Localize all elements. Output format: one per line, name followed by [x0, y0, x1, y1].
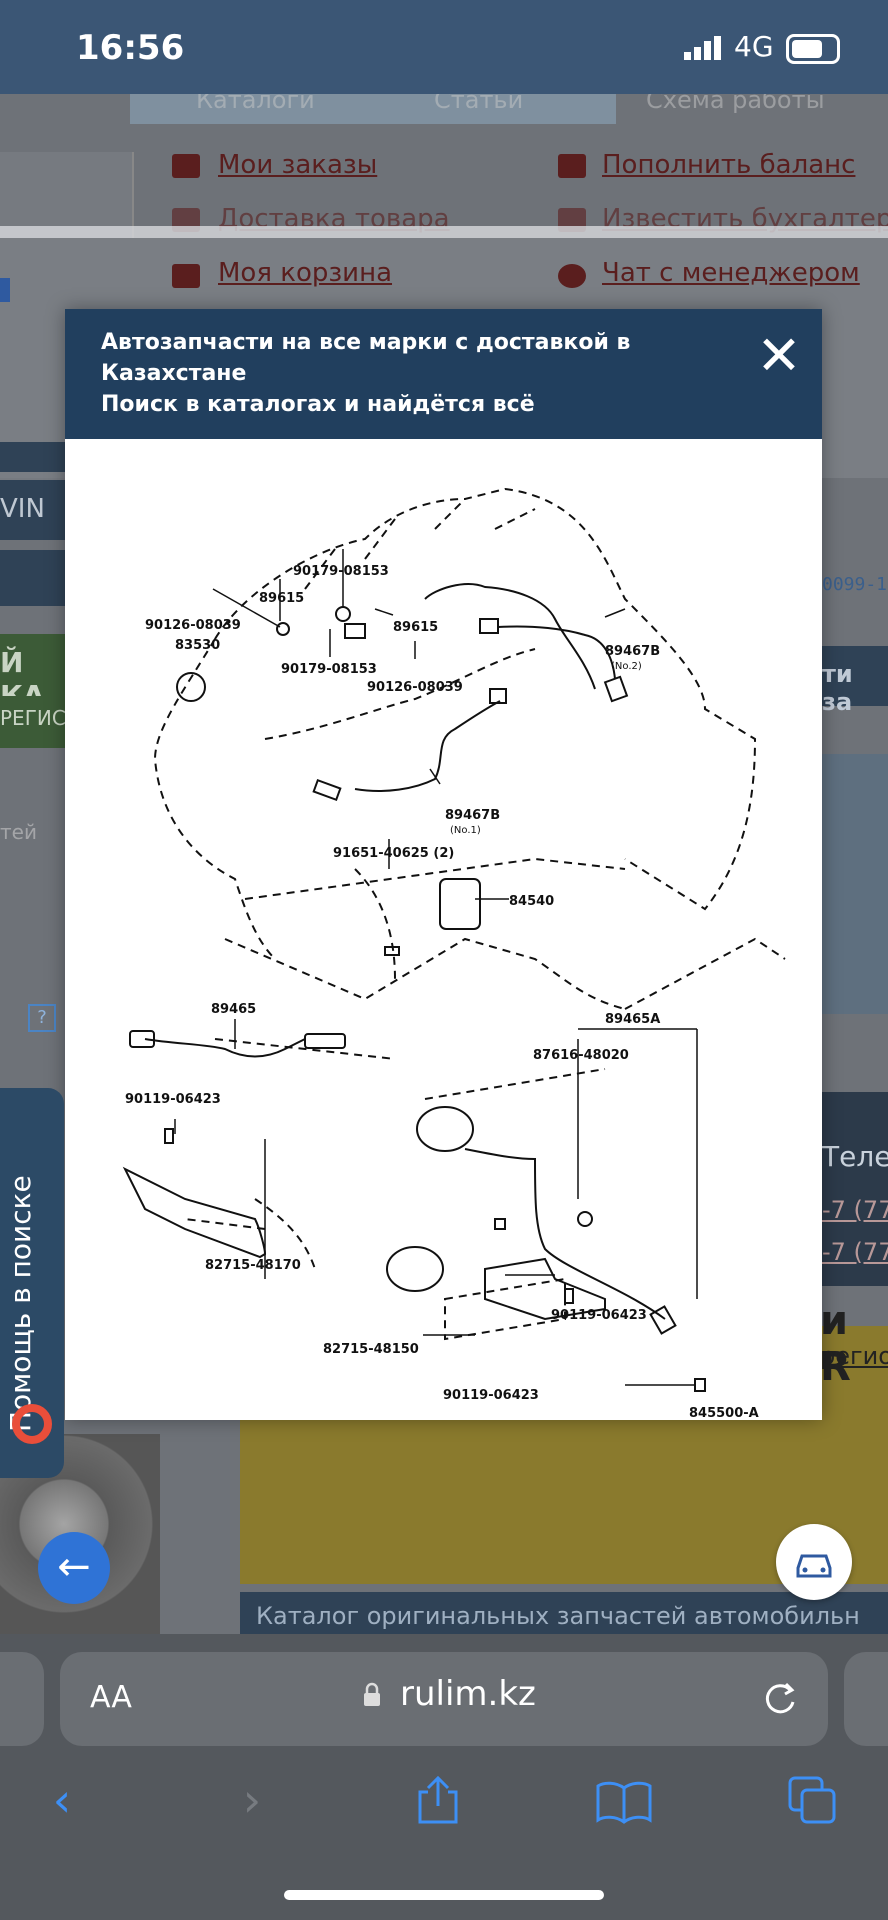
label-90179-08153-a: 90179-08153: [293, 564, 389, 579]
vin-label: VIN: [0, 494, 45, 524]
label-87616-48020: 87616-48020: [533, 1048, 629, 1063]
label-84540: 84540: [509, 894, 554, 909]
money-bag-icon: [558, 154, 586, 178]
lock-icon: [364, 1682, 380, 1706]
modal-header: Автозапчасти на все марки с доставкой в …: [65, 309, 822, 439]
label-90179-08153-b: 90179-08153: [281, 662, 377, 677]
next-tab-preview[interactable]: [844, 1652, 888, 1746]
top-tab-bar: [130, 94, 616, 124]
tele-label: Теле: [822, 1092, 888, 1196]
prev-tab-preview[interactable]: [0, 1652, 44, 1746]
address-bar[interactable]: AA rulim.kz: [60, 1652, 828, 1746]
label-83530: 83530: [175, 638, 220, 653]
car-glyph: [796, 1554, 832, 1578]
modal-title-line2: Поиск в каталогах и найдётся всё: [101, 392, 535, 417]
label-845500-a: 845500-A: [689, 1406, 759, 1420]
signal-icon: [684, 36, 721, 60]
side-text: тей: [0, 820, 37, 844]
label-89465a: 89465A: [605, 1012, 660, 1027]
help-question-icon[interactable]: ?: [28, 1004, 56, 1032]
close-icon[interactable]: ✕: [756, 324, 802, 387]
label-82715-48170: 82715-48170: [205, 1258, 301, 1273]
parts-diagram: 90179-08153 89615 90126-08039 83530 8961…: [122, 487, 786, 1420]
chat-icon: [558, 264, 586, 288]
engine-outline: [153, 487, 786, 1341]
help-search-tab[interactable]: Помощь в поиске: [0, 1088, 64, 1478]
vin-tail: 0099-1: [822, 574, 888, 595]
list-icon: [172, 154, 200, 178]
catalog-strip[interactable]: Каталог оригинальных запчастей автомобил…: [240, 1592, 888, 1634]
battery-icon: [786, 34, 840, 64]
status-bar: 16:56 4G: [0, 0, 888, 94]
label-no1: (No.1): [450, 825, 481, 836]
label-90119-06423-c: 90119-06423: [443, 1388, 539, 1403]
modal-title-line1: Автозапчасти на все марки с доставкой в …: [101, 330, 631, 386]
menu-top-up[interactable]: Пополнить баланс: [602, 150, 856, 180]
back-nav-icon[interactable]: ‹: [52, 1773, 72, 1827]
forward-nav-icon[interactable]: ›: [242, 1773, 262, 1827]
label-89467b-no1: 89467B: [445, 808, 500, 823]
parts-diagram-modal: Автозапчасти на все марки с доставкой в …: [65, 309, 822, 1420]
label-89465: 89465: [211, 1002, 256, 1017]
right-banner: ти за: [822, 646, 888, 716]
home-indicator: [284, 1890, 604, 1900]
phone-box: -7 (77 -7 (77: [822, 1196, 888, 1286]
label-no2: (No.2): [611, 661, 642, 672]
side-bar-1: [0, 442, 66, 472]
green-banner-sub: РЕГИС: [0, 696, 66, 748]
top-tab-catalogs[interactable]: Каталоги: [196, 94, 315, 114]
label-89615-b: 89615: [393, 620, 438, 635]
leader-lines: [174, 549, 698, 1386]
help-search-label: Помощь в поиске: [4, 1175, 37, 1432]
status-time: 16:56: [76, 28, 185, 68]
label-89467b-no2: 89467B: [605, 644, 660, 659]
label-90119-06423-b: 90119-06423: [551, 1308, 647, 1323]
car-icon[interactable]: [776, 1524, 852, 1600]
reload-icon[interactable]: [760, 1678, 800, 1718]
scroll-edge: [0, 226, 888, 238]
phone-2[interactable]: -7 (77: [822, 1238, 888, 1266]
network-type: 4G: [734, 30, 774, 63]
modal-title: Автозапчасти на все марки с доставкой в …: [101, 327, 661, 420]
lifebuoy-icon: [12, 1404, 52, 1444]
bookmarks-icon[interactable]: [596, 1780, 652, 1824]
label-82715-48150: 82715-48150: [323, 1342, 419, 1357]
label-90119-06423-a: 90119-06423: [125, 1092, 221, 1107]
label-90126-08039-b: 90126-08039: [367, 680, 463, 695]
top-tab-scheme[interactable]: Схема работы: [646, 94, 825, 114]
cart-icon: [172, 264, 200, 288]
menu-my-cart[interactable]: Моя корзина: [218, 258, 393, 288]
label-89615-a: 89615: [259, 591, 304, 606]
label-91651-40625: 91651-40625 (2): [333, 846, 454, 861]
vin-box: VIN: [0, 480, 66, 540]
tabs-icon[interactable]: [786, 1774, 838, 1826]
label-90126-08039-a: 90126-08039: [145, 618, 241, 633]
green-banner-title: Й КА: [0, 634, 66, 712]
url-domain: rulim.kz: [400, 1674, 536, 1714]
menu-chat-manager[interactable]: Чат с менеджером: [602, 258, 860, 288]
promo-region[interactable]: регион: [820, 1342, 888, 1370]
side-bar-2: [0, 550, 66, 606]
share-icon[interactable]: [414, 1774, 462, 1826]
promo-title-fragment: и R: [820, 1298, 851, 1390]
menu-my-orders[interactable]: Мои заказы: [218, 150, 378, 180]
reader-aa-button[interactable]: AA: [90, 1680, 132, 1715]
parts-drawing: [122, 583, 706, 1392]
right-photo: [822, 754, 888, 1014]
checkbox-edge: [0, 278, 10, 302]
back-arrow-icon[interactable]: ←: [38, 1532, 110, 1604]
top-tab-articles[interactable]: Статьи: [434, 94, 524, 114]
phone-1[interactable]: -7 (77: [822, 1196, 888, 1224]
